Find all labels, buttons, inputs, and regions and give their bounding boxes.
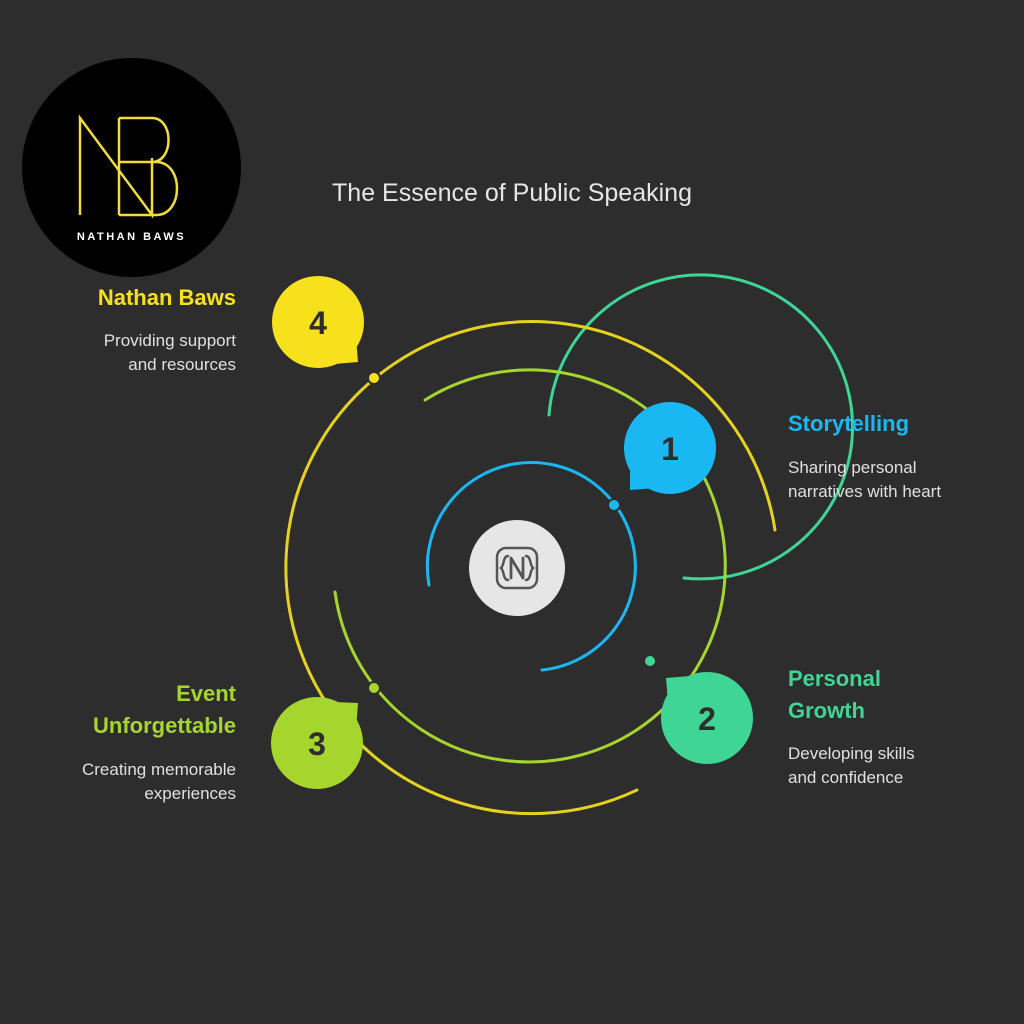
step-1-bubble: 1 [624, 402, 716, 494]
logo: NATHAN BAWS [22, 58, 241, 277]
ring-2 [547, 273, 855, 581]
step-4-desc-line-1: Providing support [103, 331, 236, 350]
step-2-label: Personal Growth [788, 663, 881, 727]
ring-3-dot [367, 681, 381, 695]
step-2-description: Developing skills and confidence [788, 742, 915, 790]
step-4-label: Nathan Baws [30, 282, 236, 314]
step-2-bubble: 2 [661, 672, 753, 764]
step-4-bubble: 4 [272, 276, 364, 368]
step-3-desc-line-2: experiences [144, 784, 236, 803]
step-2-label-line-2: Growth [788, 698, 865, 723]
step-4-number: 4 [309, 305, 327, 341]
step-2-desc-line-2: and confidence [788, 768, 904, 787]
step-1-number: 1 [661, 431, 679, 467]
step-1-label-line-1: Storytelling [788, 411, 910, 436]
step-3-label: Event Unforgettable [30, 678, 236, 742]
step-4-desc-line-2: and resources [128, 355, 236, 374]
step-1-label: Storytelling [788, 408, 909, 440]
step-2-number: 2 [698, 701, 716, 737]
step-1-desc-line-1: Sharing personal [788, 458, 917, 477]
ring-4 [284, 320, 777, 816]
step-3-description: Creating memorable experiences [30, 758, 236, 806]
ring-4-dot [367, 371, 381, 385]
logo-name: NATHAN BAWS [76, 231, 187, 243]
ring-1 [425, 461, 637, 672]
step-3-bubble: 3 [271, 697, 363, 789]
curly-brace-n-icon [469, 520, 565, 616]
diagram-title: The Essence of Public Speaking [332, 179, 692, 207]
step-2-label-line-1: Personal [788, 666, 881, 691]
step-4-label-line-1: Nathan Baws [97, 285, 236, 310]
step-2-desc-line-1: Developing skills [788, 744, 915, 763]
step-1-description: Sharing personal narratives with heart [788, 456, 941, 504]
step-3-label-line-2: Unforgettable [93, 713, 236, 738]
step-3-number: 3 [308, 726, 326, 762]
step-1-desc-line-2: narratives with heart [788, 482, 942, 501]
step-4-description: Providing support and resources [30, 329, 236, 377]
ring-1-dot [607, 498, 621, 512]
ring-2-dot [643, 654, 657, 668]
step-3-label-line-1: Event [176, 681, 236, 706]
step-3-desc-line-1: Creating memorable [81, 760, 236, 779]
nb-monogram-logo [78, 114, 179, 219]
ring-3 [333, 368, 727, 764]
